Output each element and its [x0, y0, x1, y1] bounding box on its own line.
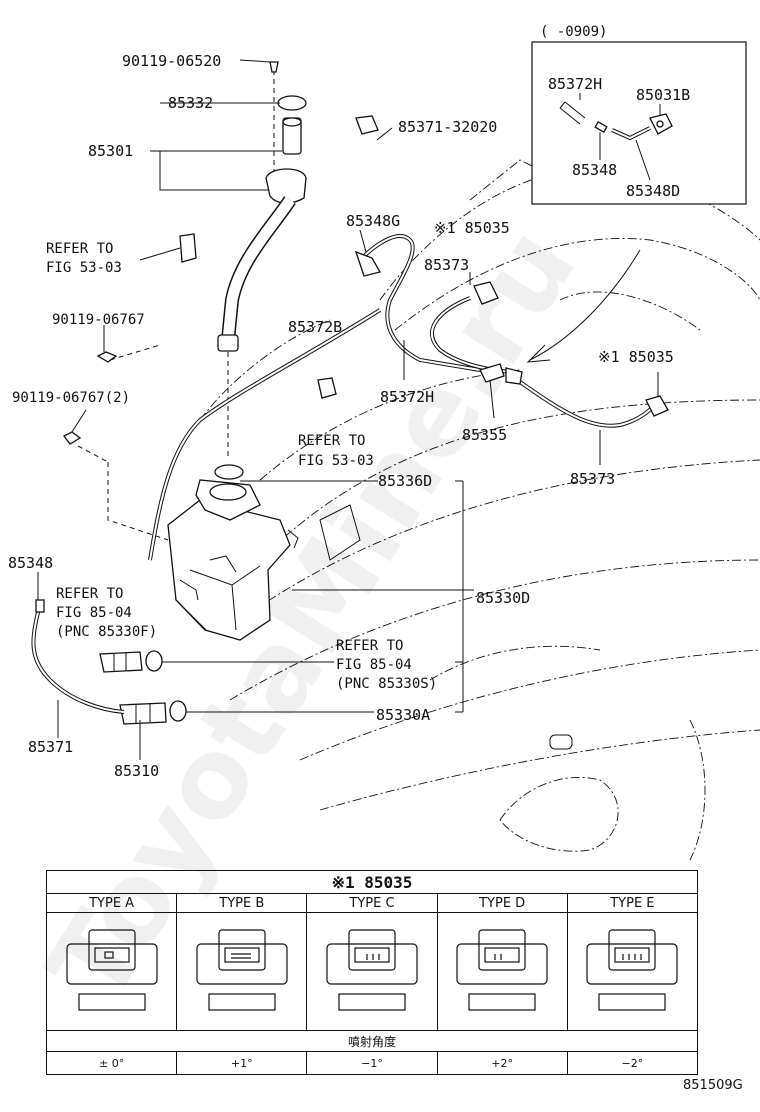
- ref-53-mid-line2: FIG 53-03: [298, 453, 374, 469]
- front-washer-hoses: [354, 229, 669, 465]
- inset-label-85348d: 85348D: [626, 182, 680, 200]
- angle-type-e: −2°: [566, 1051, 699, 1075]
- type-c-nozzle-image: [306, 912, 438, 1031]
- label-85332: 85332: [168, 94, 213, 112]
- ref-85-right-line2: FIG 85-04: [336, 657, 412, 673]
- type-d-nozzle-image: [436, 912, 568, 1031]
- label-85035-top: ※1 85035: [434, 219, 510, 237]
- type-e-nozzle-image: [566, 912, 699, 1031]
- label-85373-top: 85373: [424, 256, 469, 274]
- ref-53-top-line1: REFER TO: [46, 241, 113, 257]
- label-85371: 85371: [28, 738, 73, 756]
- label-85373-right: 85373: [570, 470, 615, 488]
- label-85336d: 85336D: [378, 472, 432, 490]
- label-85310: 85310: [114, 762, 159, 780]
- inset-label-85372h: 85372H: [548, 75, 602, 93]
- inset-label-85348: 85348: [572, 161, 617, 179]
- inset-box: ( -0909) 85372H 85031B 85348 85348D: [531, 24, 747, 205]
- label-85372h: 85372H: [380, 388, 434, 406]
- ref-85-right-line1: REFER TO: [336, 638, 403, 654]
- fasteners: [63, 59, 393, 541]
- label-85348: 85348: [8, 554, 53, 572]
- label-90119-06520: 90119-06520: [122, 52, 221, 70]
- washer-inlet-assembly: [217, 61, 307, 460]
- angle-type-c: −1°: [306, 1051, 438, 1075]
- angle-type-d: +2°: [436, 1051, 568, 1075]
- washer-pumps: [99, 650, 240, 725]
- ref-53-top-line2: FIG 53-03: [46, 260, 122, 276]
- ref-85-right-line3: (PNC 85330S): [336, 676, 437, 692]
- inset-pointer-arrow: [526, 249, 641, 363]
- ref-85-left-line2: FIG 85-04: [56, 605, 132, 621]
- label-90119-06767-2: 90119-06767(2): [12, 390, 130, 406]
- inset-label-85031b: 85031B: [636, 86, 690, 104]
- type-a-nozzle-image: [45, 912, 178, 1031]
- type-a-header: TYPE A: [45, 893, 178, 913]
- label-85301: 85301: [88, 142, 133, 160]
- ref-53-mid-line1: REFER TO: [298, 433, 365, 449]
- leader-lines: [150, 102, 474, 713]
- washer-reservoir-tank: [167, 464, 299, 641]
- nozzle-type-table: ※1 85035 TYPE A TYPE B TYPE C TYPE D TYP…: [45, 870, 699, 1075]
- angle-type-b: +1°: [176, 1051, 308, 1075]
- label-85035-right: ※1 85035: [598, 348, 674, 366]
- label-85371-32020: 85371-32020: [398, 118, 497, 136]
- label-85372b: 85372B: [288, 318, 342, 336]
- type-e-header: TYPE E: [566, 893, 699, 913]
- label-85355: 85355: [462, 426, 507, 444]
- label-85330a: 85330A: [376, 706, 430, 724]
- label-90119-06767: 90119-06767: [52, 312, 145, 328]
- angle-type-a: ± 0°: [45, 1051, 178, 1075]
- rear-washer-hose: [31, 308, 382, 760]
- type-c-header: TYPE C: [306, 893, 438, 913]
- inset-date-range: ( -0909): [540, 24, 607, 40]
- type-d-header: TYPE D: [436, 893, 568, 913]
- label-85348g: 85348G: [346, 212, 400, 230]
- type-b-nozzle-image: [176, 912, 308, 1031]
- figure-code: 851509G: [683, 1078, 743, 1093]
- ref-85-left-line3: (PNC 85330F): [56, 624, 157, 640]
- vehicle-body-outline: [199, 159, 760, 861]
- spray-angle-label: 噴射角度: [46, 1030, 698, 1052]
- table-title: ※1 85035: [46, 870, 698, 894]
- label-85330d: 85330D: [476, 589, 530, 607]
- type-b-header: TYPE B: [176, 893, 308, 913]
- ref-85-left-line1: REFER TO: [56, 586, 123, 602]
